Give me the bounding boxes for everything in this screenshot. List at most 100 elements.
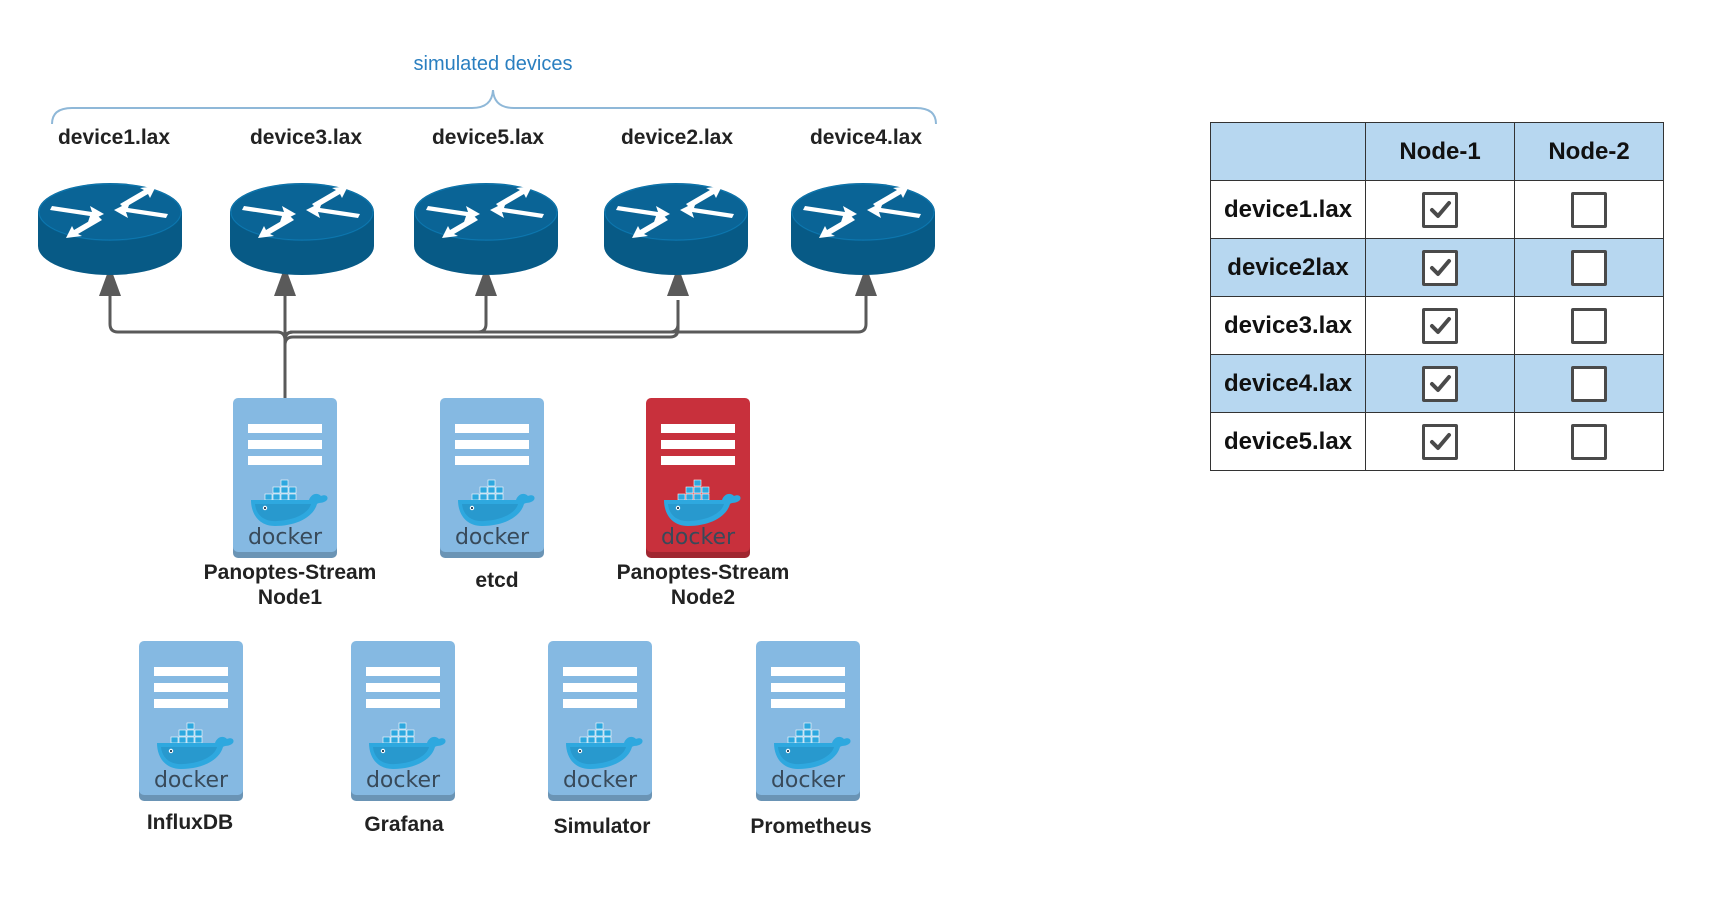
router-top (604, 183, 748, 241)
docker-wordmark: docker (771, 768, 846, 793)
device-label: device3.lax (249, 126, 363, 149)
server-slot (455, 440, 529, 449)
server-slot (154, 699, 228, 708)
node2-cell (1514, 354, 1664, 413)
checkmark-icon (1430, 316, 1451, 334)
router-rim (38, 183, 182, 241)
router-arrow-icon (616, 206, 670, 222)
device-node-assignment-table: Node-1 Node-2 device1.lax device2lax dev… (1210, 122, 1664, 471)
router-rim (230, 183, 374, 241)
docker-wordmark: docker (248, 525, 323, 550)
server-slot (366, 683, 440, 692)
container-server-icon: docker (351, 641, 455, 801)
checkbox-unchecked[interactable] (1571, 423, 1607, 460)
server-slot (771, 699, 845, 708)
checkbox-unchecked[interactable] (1571, 365, 1607, 402)
container-label: Panoptes-Stream Node1 (204, 560, 377, 610)
checkbox-unchecked[interactable] (1571, 249, 1607, 286)
header-node-1: Node-1 (1365, 122, 1515, 181)
server-slot (154, 683, 228, 692)
router-arrow-icon (258, 216, 294, 238)
container-server-icon: docker (139, 641, 243, 801)
checkbox-checked[interactable] (1422, 191, 1458, 228)
checkbox-checked[interactable] (1422, 307, 1458, 344)
container-label-line: Panoptes-Stream (616, 561, 790, 584)
server-slot (154, 667, 228, 676)
checkbox-checked[interactable] (1422, 365, 1458, 402)
device-cell: device3.lax (1210, 296, 1366, 355)
group-brace (51, 89, 937, 125)
container-label-line: Node1 (257, 586, 323, 609)
arrowhead-icon (99, 266, 121, 296)
docker-wordmark: docker (455, 525, 530, 550)
server-slot (248, 456, 322, 465)
server-slot (563, 667, 637, 676)
checkmark-icon (1430, 374, 1451, 392)
router-arrow-icon (686, 186, 722, 208)
node1-cell (1365, 180, 1515, 239)
server-slot (771, 683, 845, 692)
node1-cell (1365, 296, 1515, 355)
container-label: Panoptes-Stream Node2 (617, 560, 790, 610)
router-arrow-icon (50, 206, 104, 222)
connector-line (283, 300, 680, 346)
node2-cell (1514, 238, 1664, 297)
router-top (230, 183, 374, 241)
checkbox-checked[interactable] (1422, 423, 1458, 460)
router-top (791, 183, 935, 241)
device-label: device5.lax (431, 126, 545, 149)
arrowhead-icon (667, 266, 689, 296)
checkbox-checked[interactable] (1422, 249, 1458, 286)
container-label-line: etcd (475, 569, 519, 592)
device-label: device2.lax (620, 126, 734, 149)
router-arrow-icon (120, 186, 156, 208)
server-slot (563, 699, 637, 708)
server-slot (661, 440, 735, 449)
brace-line (51, 89, 937, 125)
container-server-icon: docker (756, 641, 860, 801)
server-slot (248, 424, 322, 433)
router-icon (604, 183, 748, 275)
checkbox-unchecked[interactable] (1571, 191, 1607, 228)
router-icon (791, 183, 935, 275)
router-icon (230, 183, 374, 275)
docker-wordmark: docker (366, 768, 441, 793)
container-server-icon: docker (233, 398, 337, 558)
router-icon (414, 183, 558, 275)
node1-cell (1365, 354, 1515, 413)
router-arrow-icon (873, 186, 909, 208)
server-slot (366, 699, 440, 708)
router-arrow-icon (114, 202, 168, 218)
arrowhead-icon (274, 266, 296, 296)
device-label: device1.lax (57, 126, 171, 149)
router-arrow-icon (66, 216, 102, 238)
docker-wordmark: docker (661, 525, 736, 550)
router-arrow-icon (442, 216, 478, 238)
router-arrow-icon (632, 216, 668, 238)
router-arrow-icon (426, 206, 480, 222)
container-label: Prometheus (750, 815, 872, 838)
server-slot (248, 440, 322, 449)
device-cell: device5.lax (1210, 412, 1366, 471)
connector-line (283, 300, 680, 341)
node2-cell (1514, 180, 1664, 239)
checkbox-unchecked[interactable] (1571, 307, 1607, 344)
server-slot (366, 667, 440, 676)
docker-wordmark: docker (154, 768, 229, 793)
checkmark-icon (1430, 432, 1451, 450)
router-arrow-icon (242, 206, 296, 222)
server-slot (771, 667, 845, 676)
device-cell: device2lax (1210, 238, 1366, 297)
node2-cell (1514, 412, 1664, 471)
router-arrow-icon (312, 186, 348, 208)
device-label: device4.lax (809, 126, 923, 149)
connector-line (108, 296, 287, 341)
header-node-2: Node-2 (1514, 122, 1664, 181)
table-row: device2lax (1210, 238, 1664, 297)
container-label: etcd (475, 568, 518, 593)
container-server-icon: docker (440, 398, 544, 558)
container-label: Simulator (553, 815, 651, 838)
container-label-line: Panoptes-Stream (203, 561, 377, 584)
connector-line (283, 296, 868, 398)
router-arrow-icon (680, 202, 734, 218)
